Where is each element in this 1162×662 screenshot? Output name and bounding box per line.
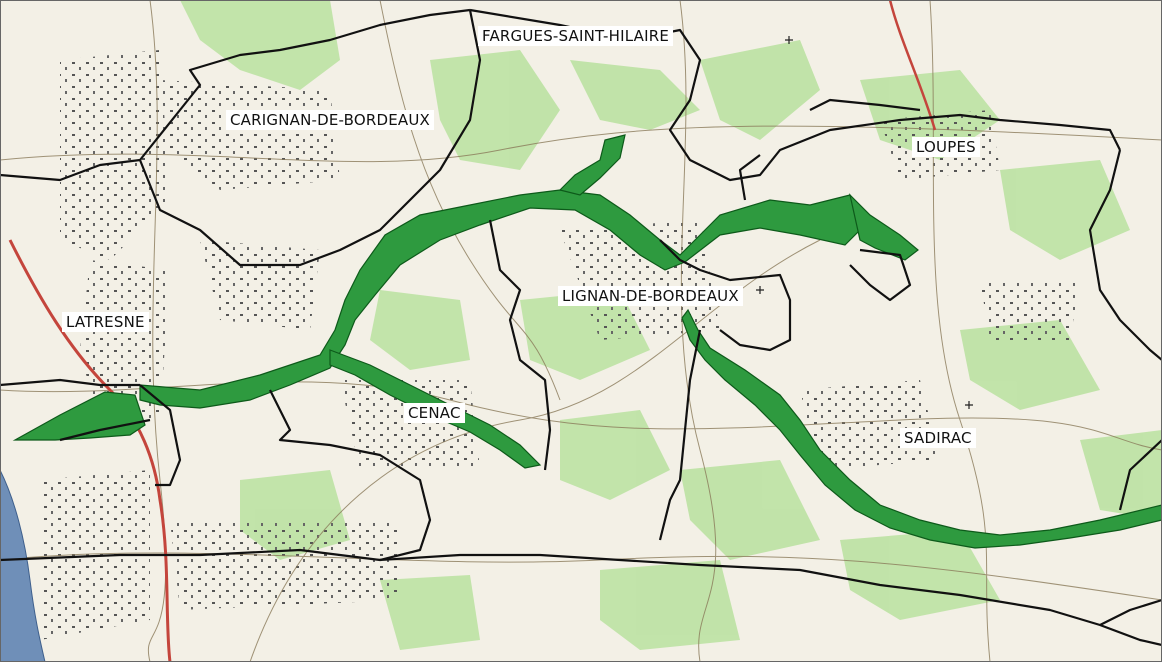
commune-label-carignan-de-bordeaux: CARIGNAN-DE-BORDEAUX bbox=[226, 110, 435, 130]
zone-east-arm bbox=[848, 193, 919, 261]
main-road bbox=[8, 0, 937, 662]
zone-north-arm bbox=[558, 134, 626, 196]
zone-sadirac-corridor bbox=[681, 308, 1162, 549]
commune-label-latresne: LATRESNE bbox=[62, 312, 149, 332]
commune-boundaries bbox=[0, 8, 1162, 647]
river bbox=[0, 469, 46, 662]
commune-label-loupes: LOUPES bbox=[912, 137, 980, 157]
zone-main-corridor bbox=[139, 189, 866, 409]
landmark-markers bbox=[756, 36, 973, 409]
commune-label-lignan-de-bordeaux: LIGNAN-DE-BORDEAUX bbox=[558, 286, 743, 306]
commune-label-sadirac: SADIRAC bbox=[900, 428, 976, 448]
commune-label-fargues-saint-hilaire: FARGUES-SAINT-HILAIRE bbox=[478, 26, 674, 46]
commune-label-cenac: CENAC bbox=[404, 403, 465, 423]
